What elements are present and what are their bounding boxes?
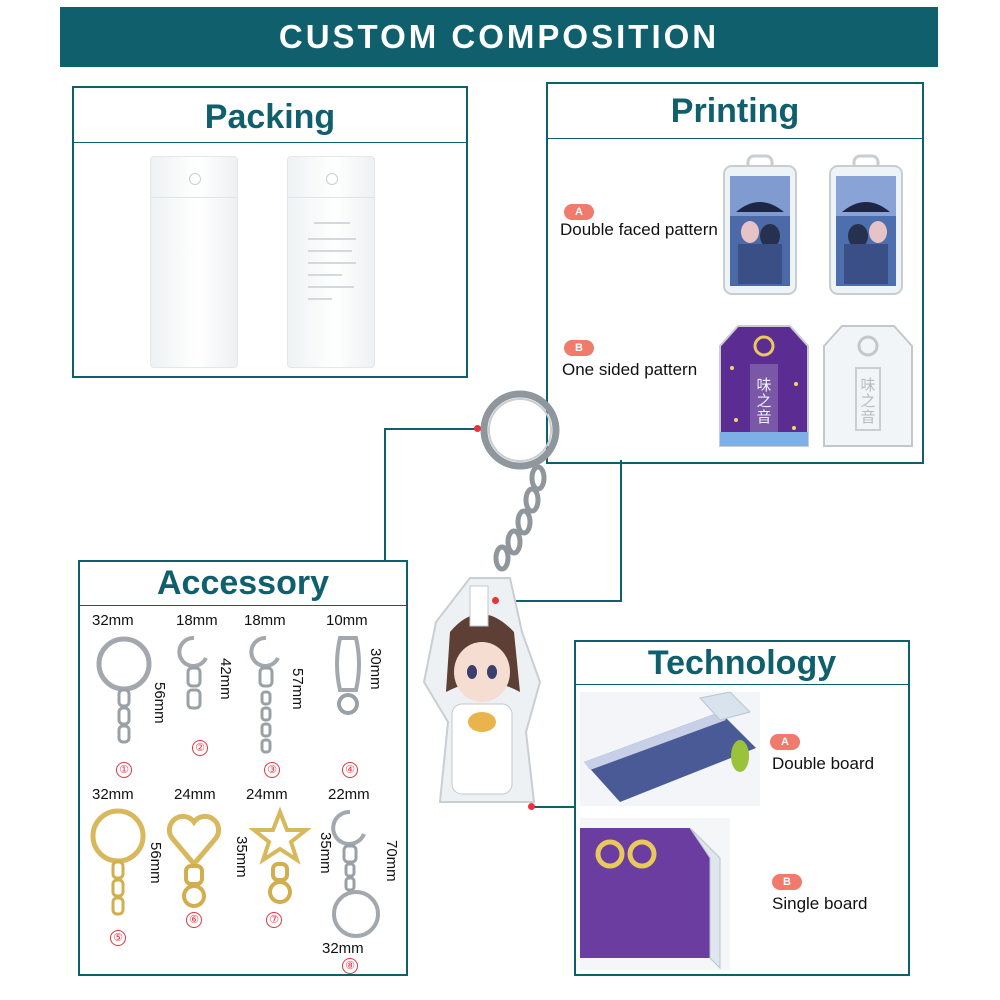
keychain-product-image: [422, 390, 560, 803]
connector-technology-horizontal: [532, 806, 576, 808]
accessory-panel: Accessory 32mm 56mm ① 18mm 42mm ② 18mm 5…: [78, 560, 408, 976]
connector-dot-ring: [474, 425, 481, 432]
item1-number: ①: [116, 762, 132, 778]
connector-accessory-vertical: [384, 428, 386, 560]
connector-dot-body: [528, 803, 535, 810]
packing-title-rule: [74, 142, 466, 143]
item5-width: 32mm: [92, 786, 134, 803]
double-faced-keychain-front: [723, 154, 797, 295]
item3-height: 57mm: [289, 668, 306, 710]
item4-number: ④: [342, 762, 358, 778]
one-sided-keychain-blank: [823, 325, 913, 447]
technology-badge-a: A: [770, 734, 800, 750]
one-sided-keychain-printed: [719, 325, 809, 447]
swivel-clasp-icon: [335, 636, 361, 715]
split-ring-silver-icon: [96, 636, 152, 744]
hang-hole-icon: [326, 173, 338, 185]
double-board-photo: [580, 691, 760, 806]
item3-width: 18mm: [244, 612, 286, 629]
item8-ring-width: 32mm: [322, 940, 364, 957]
item8-total-height: 70mm: [383, 840, 400, 882]
accessory-title-rule: [80, 605, 406, 606]
item7-width: 24mm: [246, 786, 288, 803]
lobster-clasp-chain-icon: [249, 635, 280, 754]
split-ring-gold-icon: [90, 808, 146, 916]
star-clasp-gold-icon: [248, 806, 312, 904]
technology-panel: Technology A Double board B Single board: [574, 640, 910, 976]
item4-height: 30mm: [367, 648, 384, 690]
item8-number: ⑧: [342, 958, 358, 974]
technology-badge-b: B: [772, 874, 802, 890]
hang-hole-icon: [189, 173, 201, 185]
printing-badge-b: B: [564, 340, 594, 356]
accessory-title: Accessory: [156, 564, 329, 602]
printing-badge-a: A: [564, 204, 594, 220]
item1-height: 56mm: [151, 682, 168, 724]
ring-lobster-combo-icon: [331, 809, 380, 938]
item4-width: 10mm: [326, 612, 368, 629]
packing-title: Packing: [204, 98, 336, 136]
technology-label-double-board: Double board: [772, 754, 875, 773]
item2-height: 42mm: [217, 658, 234, 700]
connector-dot-hair: [492, 597, 499, 604]
bag-seal-line: [151, 197, 237, 198]
blank-stamp-text: 味之音: [860, 377, 876, 426]
printing-label-one-sided: One sided pattern: [562, 360, 698, 379]
item2-number: ②: [192, 740, 208, 756]
technology-label-single-board: Single board: [772, 894, 868, 913]
item3-number: ③: [264, 762, 280, 778]
connector-accessory-horizontal: [384, 428, 478, 430]
lobster-clasp-small-icon: [177, 635, 208, 710]
item5-number: ⑤: [110, 930, 126, 946]
double-faced-keychain-back: [829, 154, 903, 295]
printing-title: Printing: [670, 92, 800, 130]
printed-stamp-text: 味之音: [756, 377, 772, 426]
bag-seal-line: [288, 197, 374, 198]
item6-number: ⑥: [186, 912, 202, 928]
technology-title: Technology: [647, 644, 837, 682]
item2-width: 18mm: [176, 612, 218, 629]
heart-clasp-gold-icon: [166, 813, 222, 908]
item6-width: 24mm: [174, 786, 216, 803]
packing-bag-back: [287, 156, 375, 368]
printing-panel: Printing A Double faced pattern B One si…: [546, 82, 924, 464]
packing-bag-front: [150, 156, 238, 368]
item5-height: 56mm: [147, 842, 164, 884]
item7-number: ⑦: [266, 912, 282, 928]
connector-technology-vertical: [574, 696, 576, 806]
item7-height: 35mm: [233, 836, 250, 878]
technology-title-rule: [576, 684, 908, 685]
item8-width: 22mm: [328, 786, 370, 803]
page-banner: CUSTOM COMPOSITION: [60, 7, 938, 67]
printing-title-rule: [548, 138, 922, 139]
connector-printing-vertical: [620, 460, 622, 600]
packing-panel: Packing: [72, 86, 468, 378]
item8-height: 35mm: [317, 832, 334, 874]
printing-label-double-faced: Double faced pattern: [560, 220, 718, 239]
connector-printing-horizontal: [496, 600, 622, 602]
bag-back-print-icon: [308, 222, 356, 300]
single-board-photo: [580, 818, 730, 970]
item1-width: 32mm: [92, 612, 134, 629]
